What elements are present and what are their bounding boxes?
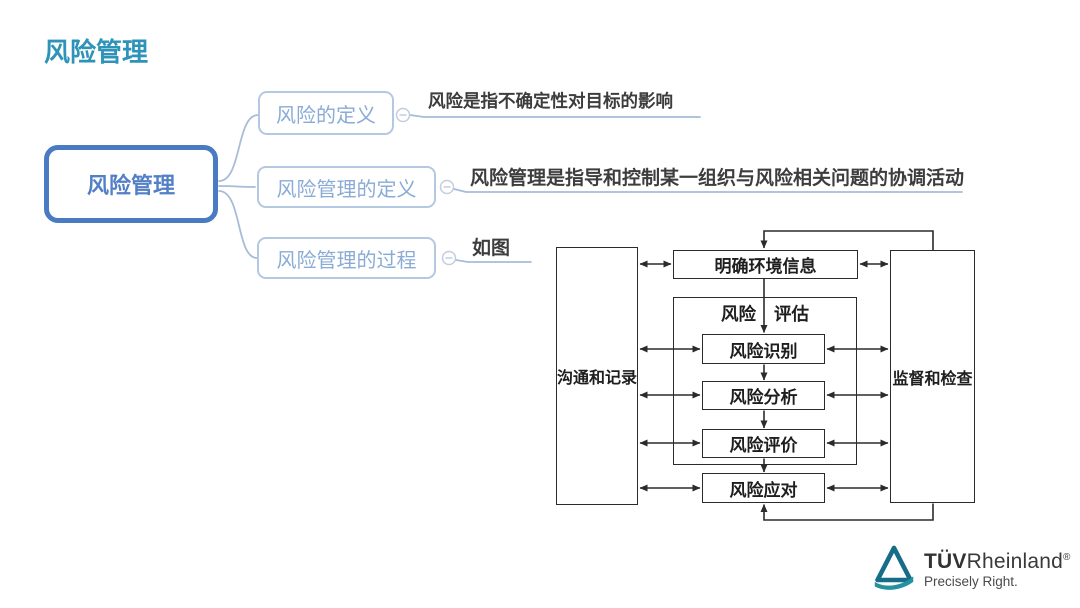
logo-brand-regular: Rheinland [966, 550, 1063, 573]
collapse-toggle-icon [395, 107, 411, 123]
flowchart-box-risk-analysis: 风险分析 [702, 381, 825, 410]
feedback-arrow-top [760, 230, 934, 250]
branch-curve-2 [218, 185, 256, 188]
note-riskmgmt-process: 如图 [472, 238, 511, 259]
logo-text: TÜVRheinland® Precisely Right. [924, 550, 1071, 590]
mindmap-branch-riskmgmt-process: 风险管理的过程 [257, 237, 436, 279]
page-title: 风险管理 [44, 37, 149, 67]
flowchart-box-risk-identification: 风险识别 [702, 334, 825, 364]
tuv-rheinland-logo: TÜVRheinland® Precisely Right. [872, 543, 1071, 595]
assessment-label-left: 风险 [721, 304, 756, 324]
tuv-logo-triangle-icon [874, 545, 914, 590]
flowchart-box-risk-treatment: 风险应对 [702, 473, 825, 503]
note-riskmgmt-definition: 风险管理是指导和控制某一组织与风险相关问题的协调活动 [470, 168, 965, 189]
branch-curve-3 [218, 190, 258, 259]
note-underline-3 [455, 259, 532, 263]
collapse-toggle-icon [439, 179, 455, 195]
assessment-label-right: 评估 [774, 304, 809, 324]
mindmap-branch-curves [218, 114, 963, 263]
logo-brand: TÜVRheinland® [924, 550, 1071, 573]
mindmap-branch-risk-definition: 风险的定义 [258, 91, 394, 135]
flowchart-box-context: 明确环境信息 [673, 250, 858, 279]
flowchart-label-risk-assessment: 风险 评估 [673, 301, 857, 326]
flowchart-box-risk-evaluation: 风险评价 [702, 429, 825, 458]
mindmap-root-node: 风险管理 [44, 145, 218, 223]
mindmap-branch-riskmgmt-definition: 风险管理的定义 [257, 166, 436, 208]
collapse-toggle-icons [395, 107, 457, 266]
flowchart-box-communication: 沟通和记录 [556, 247, 638, 505]
collapse-toggle-icon [441, 250, 457, 266]
flowchart-arrows [639, 230, 934, 521]
note-underline-1 [409, 114, 701, 118]
logo-tagline: Precisely Right. [924, 574, 1018, 590]
logo-brand-bold: TÜV [924, 550, 967, 573]
note-underline-2 [453, 188, 963, 193]
registered-mark-icon: ® [1062, 552, 1071, 563]
feedback-arrow-bottom [760, 503, 934, 521]
flowchart-box-monitoring: 监督和检查 [890, 250, 975, 503]
note-risk-definition: 风险是指不确定性对目标的影响 [428, 91, 673, 111]
branch-curve-1 [218, 114, 259, 182]
